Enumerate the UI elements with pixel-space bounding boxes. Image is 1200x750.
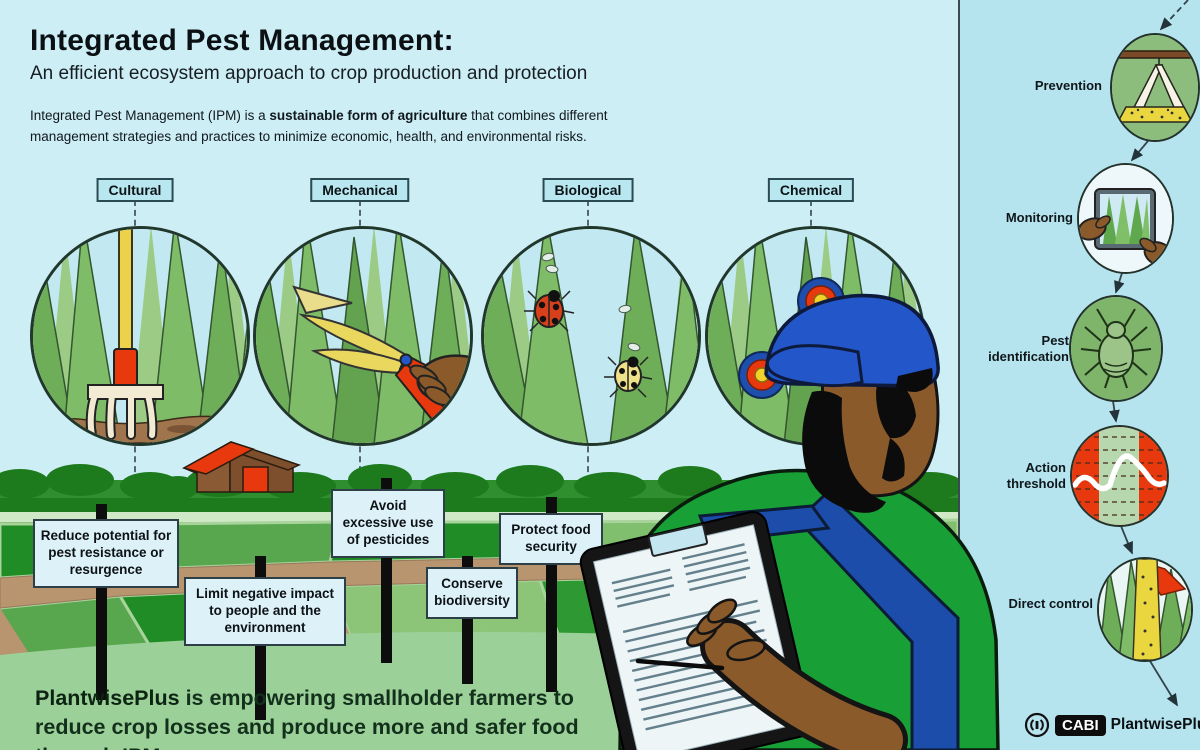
category-label-biological: Biological xyxy=(542,178,634,202)
category-label-mechanical: Mechanical xyxy=(310,178,410,202)
aphid-icon xyxy=(1071,297,1161,400)
field-sign: Conserve biodiversity xyxy=(426,567,518,619)
field-sign: Limit negative impact to people and the … xyxy=(184,577,346,646)
sign-post xyxy=(96,504,107,700)
step-label-direct-control: Direct control xyxy=(1008,596,1093,611)
yellow-ladybird-icon xyxy=(604,356,653,398)
step-label-action-threshold: Action threshold xyxy=(1006,460,1066,491)
cabi-logo-icon xyxy=(1024,712,1050,738)
plantwiseplus-wordmark: PlantwisePlus xyxy=(1110,716,1200,733)
farmer-illustration xyxy=(579,293,1000,750)
footer-message: PlantwisePlus is empowering smallholder … xyxy=(35,686,579,750)
monitoring-step-circle xyxy=(1077,163,1174,274)
page-title: Integrated Pest Management: xyxy=(30,24,454,57)
sign-post xyxy=(381,478,392,663)
red-ladybird-icon xyxy=(524,290,575,332)
page-subtitle: An efficient ecosystem approach to crop … xyxy=(30,63,588,84)
direct-control-step-circle xyxy=(1097,557,1193,662)
branding-row: CABI PlantwisePlus xyxy=(1024,712,1200,738)
mechanical-circle xyxy=(253,226,473,446)
farmhouse-illustration xyxy=(158,441,326,500)
sign-post xyxy=(546,497,557,692)
pruning-shears-icon xyxy=(292,285,470,429)
pen-icon xyxy=(635,658,725,671)
tablet-crops-icon xyxy=(1079,165,1172,272)
step-label-pest-identification: Pest identification xyxy=(988,333,1069,364)
cultural-circle xyxy=(30,226,250,446)
category-label-chemical: Chemical xyxy=(767,178,855,202)
aphid-specks xyxy=(541,252,641,352)
step-label-prevention: Prevention xyxy=(1034,78,1102,93)
sign-post xyxy=(462,556,473,684)
flow-arrows xyxy=(1109,0,1189,707)
step-label-monitoring: Monitoring xyxy=(1005,210,1073,225)
field-sign: Avoid excessive use of pesticides xyxy=(331,489,445,558)
category-label-cultural: Cultural xyxy=(96,178,174,202)
field-sign: Reduce potential for pest resistance or … xyxy=(33,519,179,588)
cabi-wordmark: CABI xyxy=(1055,714,1106,736)
pest-identification-step-circle xyxy=(1069,295,1163,402)
sticky-trap-icon xyxy=(1099,559,1191,660)
ipm-process-sidebar: Prevention Monitoring xyxy=(958,0,1200,750)
threshold-graph-icon xyxy=(1072,427,1167,525)
pheromone-trap-icon xyxy=(1112,35,1198,140)
intro-text: Integrated Pest Management (IPM) is a su… xyxy=(30,108,608,144)
prevention-step-circle xyxy=(1110,33,1200,142)
action-threshold-step-circle xyxy=(1070,425,1169,527)
pitchfork-icon xyxy=(85,229,164,440)
